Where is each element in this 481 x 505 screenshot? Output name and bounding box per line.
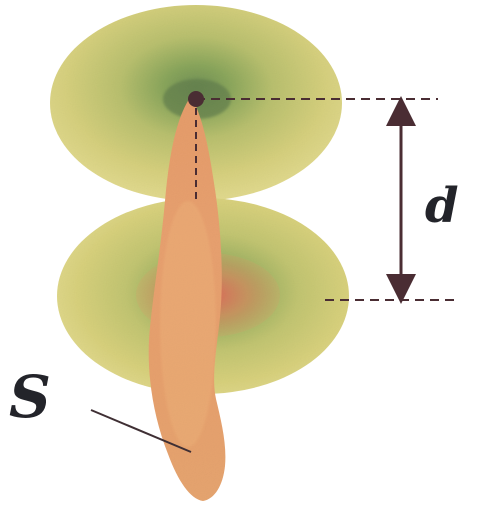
surface-pointer xyxy=(90,409,192,453)
surface-pointer-line xyxy=(90,409,192,453)
body-highlight xyxy=(160,201,216,447)
distance-guides xyxy=(188,91,460,304)
distance-label: d xyxy=(425,178,459,234)
surface-label: S xyxy=(9,363,51,431)
